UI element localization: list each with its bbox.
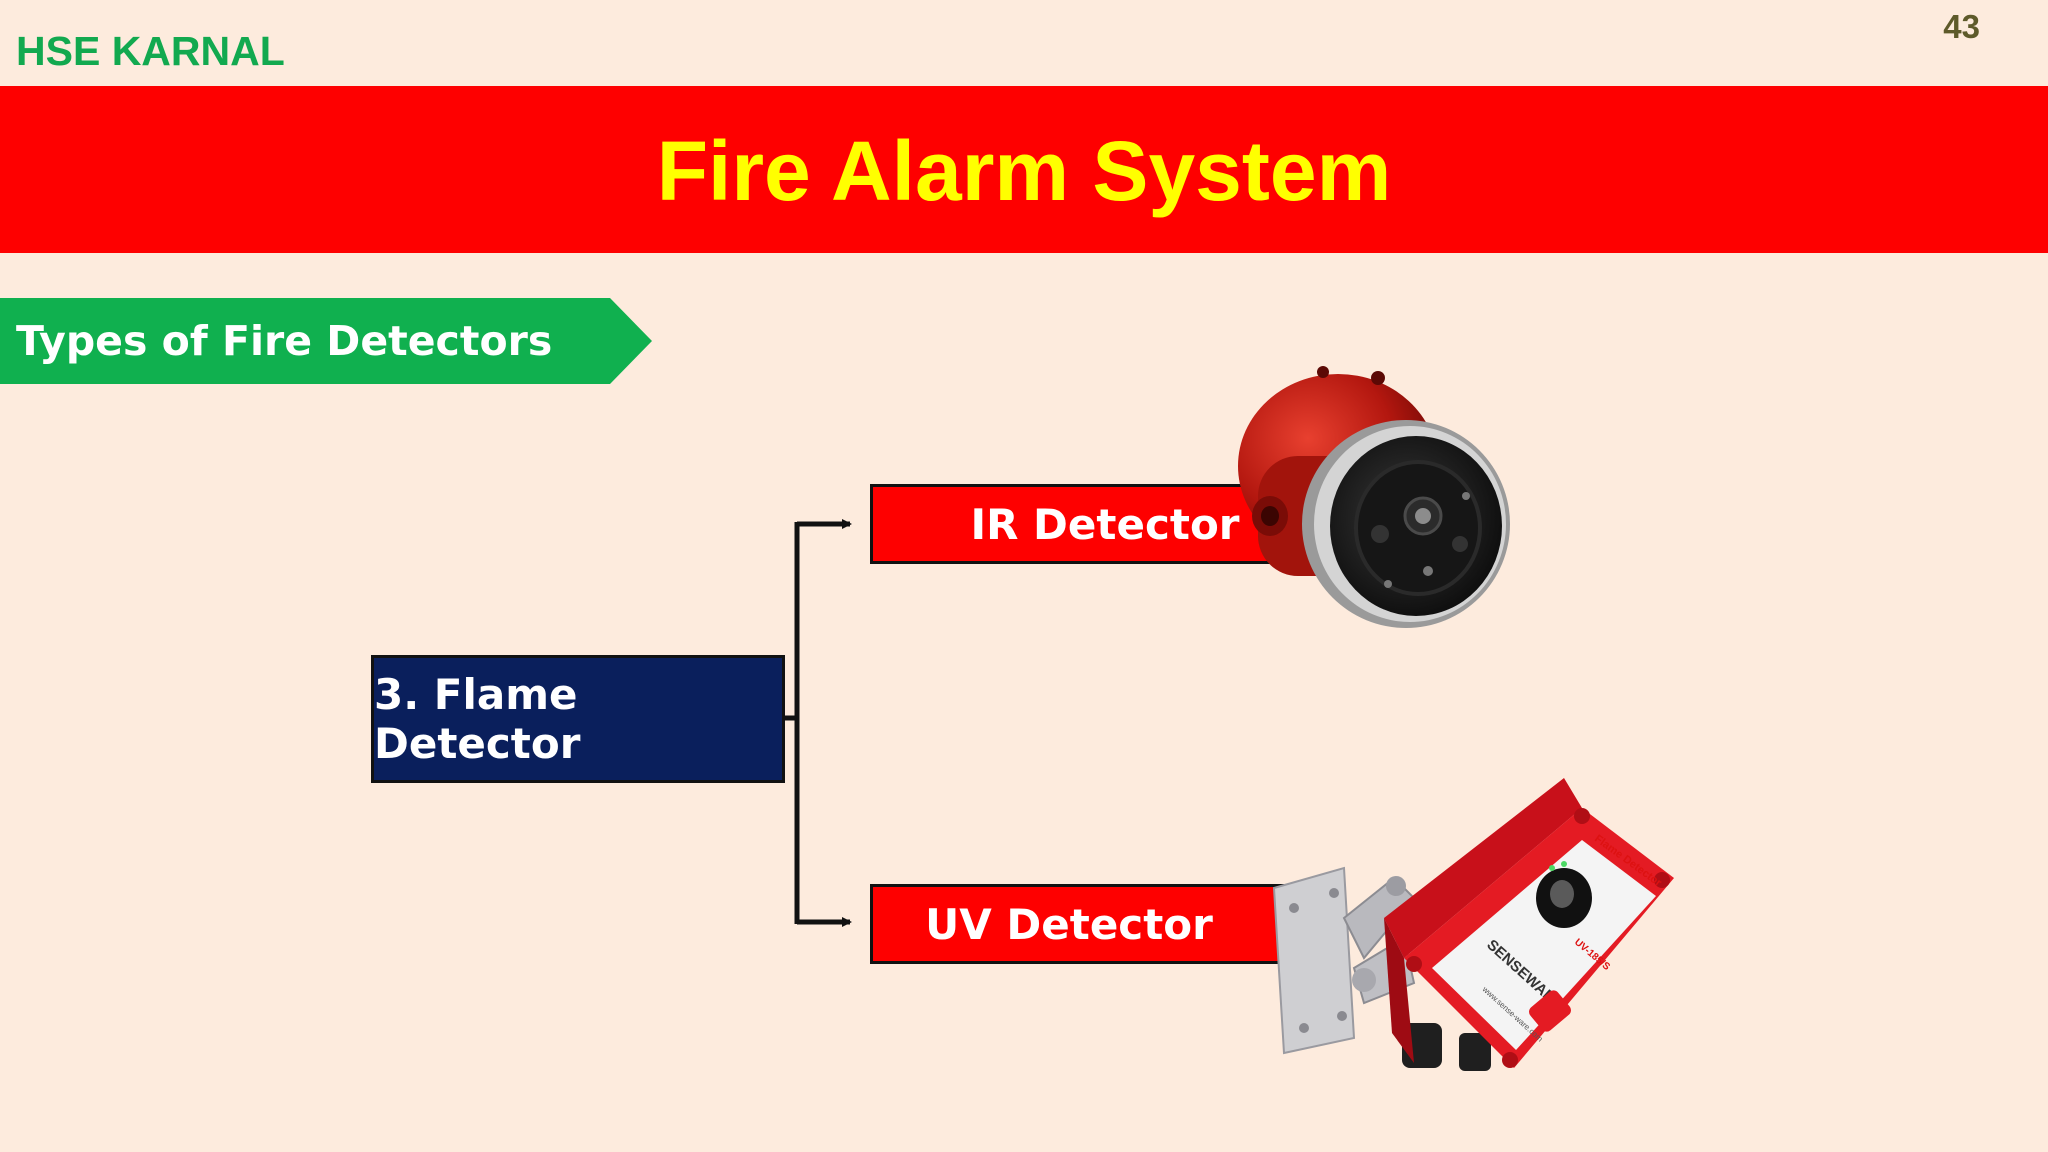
ir-detector-label: IR Detector — [970, 499, 1240, 549]
brand-logo-text: HSE KARNAL — [16, 28, 285, 74]
senseware-logo-icon — [1529, 990, 1571, 1032]
slide-title: Fire Alarm System — [656, 124, 1392, 218]
uv-detector-box: UV Detector — [870, 884, 1328, 964]
ir-detector-box: IR Detector — [870, 484, 1310, 564]
uv-flame-detector-image: Flame Detector UV-185/S SENSEWARE www.se… — [1272, 778, 1674, 1071]
uv-detector-label: UV Detector — [925, 899, 1213, 949]
section-ribbon: Types of Fire Detectors — [0, 298, 652, 384]
page-number: 43 — [1943, 8, 1980, 45]
flame-detector-box: 3. Flame Detector — [371, 655, 785, 783]
section-ribbon-label: Types of Fire Detectors — [16, 317, 553, 365]
title-band: Fire Alarm System — [0, 86, 2048, 253]
ir-flame-detector-image — [1238, 366, 1510, 628]
flame-detector-label: 3. Flame Detector — [374, 670, 581, 768]
